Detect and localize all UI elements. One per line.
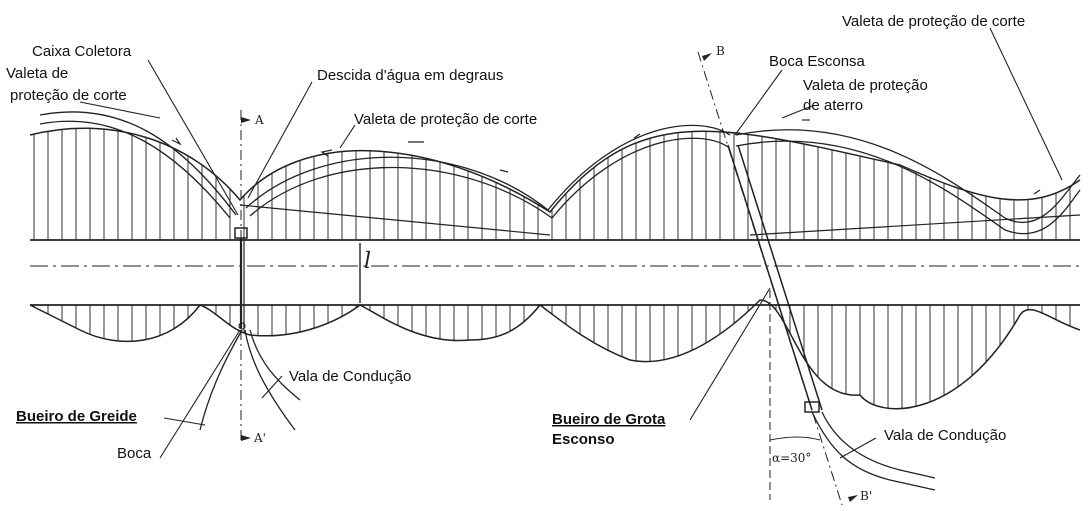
road-platform xyxy=(30,239,1080,306)
descida-agua-label: Descida d'água em degraus xyxy=(317,67,503,84)
boca-esconsa-label: Boca Esconsa xyxy=(769,53,866,70)
top-cut-outline xyxy=(29,127,1081,213)
caixa-coletora-label: Caixa Coletora xyxy=(32,43,132,60)
bueiro-grota-label-2: Esconso xyxy=(552,431,615,448)
valeta-center xyxy=(245,124,731,219)
bueiro-greide-label: Bueiro de Greide xyxy=(16,408,137,425)
section-line-a xyxy=(240,110,251,441)
boca-label: Boca xyxy=(117,445,152,462)
section-line-b xyxy=(697,51,858,506)
angle-label: α=30° xyxy=(772,451,811,465)
top-cut-toe xyxy=(239,204,1081,236)
bueiro-greide xyxy=(199,227,301,431)
valeta-corte-left-label-2: proteção de corte xyxy=(10,87,127,104)
top-cut-hatching xyxy=(33,128,1071,240)
leader-lines xyxy=(79,27,1063,459)
vala-conducao-right-label: Vala de Condução xyxy=(884,427,1006,444)
section-b-label: B xyxy=(716,44,725,58)
flow-arrows xyxy=(171,119,1041,195)
section-a-label: A xyxy=(254,113,264,127)
bueiro-grota-label-1: Bueiro de Grota xyxy=(552,411,666,428)
valeta-corte-left-label-1: Valeta de xyxy=(6,65,68,82)
valeta-aterro-label-2: de aterro xyxy=(803,97,863,114)
valeta-aterro-label-1: Valeta de proteção xyxy=(803,77,928,94)
section-a-prime-label: A' xyxy=(253,431,266,445)
valeta-corte-right-label: Valeta de proteção de corte xyxy=(842,13,1025,30)
valeta-right xyxy=(735,129,1081,235)
valeta-corte-center-label: Valeta de proteção de corte xyxy=(354,111,537,128)
section-b-prime-label: B' xyxy=(860,489,872,503)
valeta-left xyxy=(39,111,237,219)
vala-conducao-left-label: Vala de Condução xyxy=(289,368,411,385)
skew-angle xyxy=(769,290,821,500)
platform-width-mark: l xyxy=(364,249,371,274)
